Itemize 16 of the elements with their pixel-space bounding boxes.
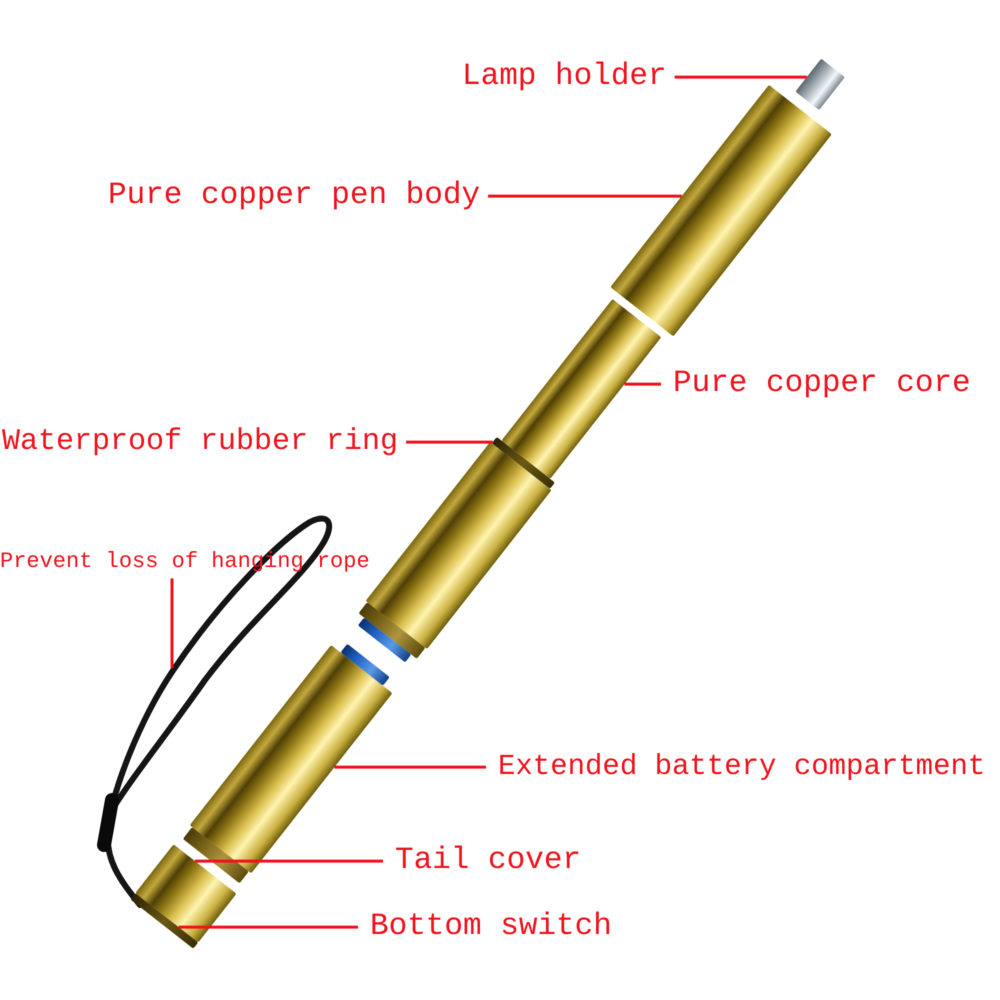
part-label: Pure copper core xyxy=(673,367,971,402)
leader-line xyxy=(674,76,807,79)
part-label: Pure copper pen body xyxy=(108,179,480,214)
part-label: Extended battery compartment xyxy=(498,751,986,784)
part-label: Bottom switch xyxy=(370,910,612,944)
leader-line xyxy=(178,926,358,929)
leader-line xyxy=(488,194,682,198)
leader-line xyxy=(170,578,174,668)
leader-line xyxy=(624,382,661,386)
leader-line xyxy=(406,440,493,444)
part-label: Lamp holder xyxy=(462,60,667,94)
leader-line xyxy=(334,766,486,769)
battery-tube xyxy=(182,644,392,884)
part-label: Waterproof rubber ring xyxy=(2,426,398,459)
rubber-ring xyxy=(492,436,555,489)
part-label: Tail cover xyxy=(395,844,582,878)
